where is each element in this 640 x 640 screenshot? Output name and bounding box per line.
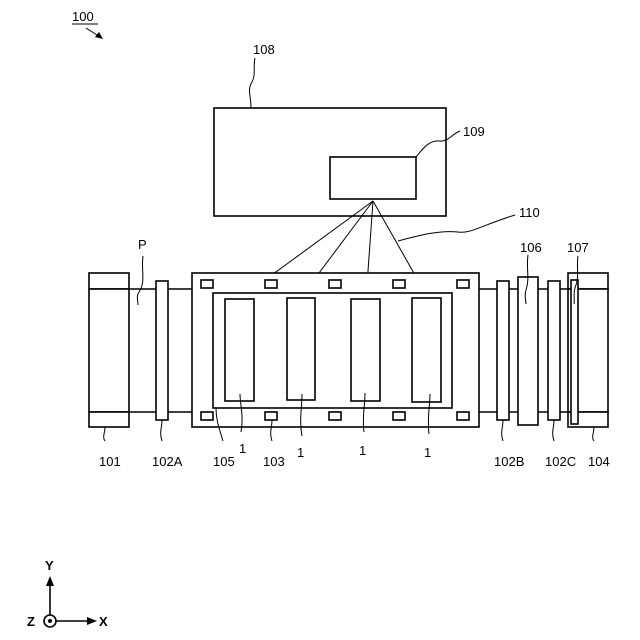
label-110: 110 (519, 205, 540, 220)
label-106: 106 (520, 240, 542, 255)
leader-108 (249, 58, 255, 108)
y-axis-label: Y (45, 558, 54, 573)
label-105: 105 (213, 454, 235, 469)
label-P: P (138, 237, 147, 252)
plate-102B (497, 281, 509, 420)
label-109: 109 (463, 124, 485, 139)
leader-104 (593, 427, 594, 441)
x-axis-label: X (99, 614, 108, 629)
figure-number: 100 (72, 9, 94, 24)
leader-102C (553, 420, 554, 441)
label-102A: 102A (152, 454, 183, 469)
leader-102B (502, 420, 503, 441)
element-1-a (225, 299, 254, 401)
label-1-d: 1 (424, 445, 431, 460)
label-101: 101 (99, 454, 121, 469)
label-102B: 102B (494, 454, 524, 469)
roll-101 (89, 289, 129, 412)
z-axis-label: Z (27, 614, 35, 629)
plate-102C (548, 281, 560, 420)
y-axis-arrowhead (46, 576, 54, 586)
z-axis-dot (48, 619, 52, 623)
leader-P (137, 256, 143, 305)
label-1-b: 1 (297, 445, 304, 460)
element-1-c (351, 299, 380, 401)
x-axis-arrowhead (87, 617, 97, 625)
label-103: 103 (263, 454, 285, 469)
element-1-d (412, 298, 441, 402)
unit-106 (518, 277, 538, 425)
label-108: 108 (253, 42, 275, 57)
coordinate-axes: Y X Z (27, 558, 108, 629)
leader-110 (398, 215, 515, 241)
label-1-c: 1 (359, 443, 366, 458)
roll-101-top-block (89, 273, 129, 289)
label-104: 104 (588, 454, 610, 469)
leader-101 (104, 427, 105, 441)
figure-number-arrowhead (95, 32, 103, 39)
module-box-109 (330, 157, 416, 199)
label-1-a: 1 (239, 441, 246, 456)
leader-102A (161, 420, 162, 441)
label-107: 107 (567, 240, 589, 255)
element-1-b (287, 298, 315, 400)
label-102C: 102C (545, 454, 576, 469)
roll-101-bottom-block (89, 412, 129, 427)
plate-102A (156, 281, 168, 420)
